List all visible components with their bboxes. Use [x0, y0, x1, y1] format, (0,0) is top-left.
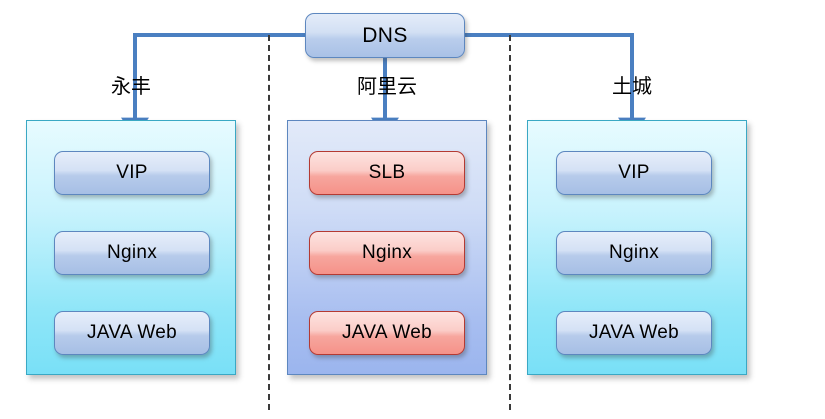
- site2-node-nginx[interactable]: Nginx: [309, 231, 465, 275]
- site1-node-vip-label: VIP: [116, 162, 148, 183]
- site1-node-javaweb[interactable]: JAVA Web: [54, 311, 210, 355]
- site2-node-javaweb-label: JAVA Web: [341, 322, 433, 343]
- site2-node-javaweb[interactable]: JAVA Web: [309, 311, 465, 355]
- site-panel-3: VIP Nginx JAVA Web: [527, 120, 747, 375]
- site2-node-slb-label: SLB: [368, 162, 406, 183]
- site1-node-javaweb-label: JAVA Web: [86, 322, 178, 343]
- site1-node-nginx[interactable]: Nginx: [54, 231, 210, 275]
- site-panel-1: VIP Nginx JAVA Web: [26, 120, 236, 375]
- site-panel-2: SLB Nginx JAVA Web: [287, 120, 487, 375]
- site3-node-nginx-label: Nginx: [608, 242, 660, 263]
- site-title-1: 永丰: [111, 74, 151, 98]
- site3-node-vip[interactable]: VIP: [556, 151, 712, 195]
- site1-node-nginx-label: Nginx: [106, 242, 158, 263]
- site-title-3: 土城: [612, 74, 652, 98]
- separator-2: [509, 35, 511, 410]
- site2-node-nginx-label: Nginx: [361, 242, 413, 263]
- separator-1: [268, 35, 270, 410]
- site3-node-javaweb-label: JAVA Web: [588, 322, 680, 343]
- site3-node-javaweb[interactable]: JAVA Web: [556, 311, 712, 355]
- site3-node-vip-label: VIP: [618, 162, 650, 183]
- edge-dns-to-site3: [465, 33, 646, 139]
- site-title-2: 阿里云: [357, 74, 417, 98]
- site2-node-slb[interactable]: SLB: [309, 151, 465, 195]
- dns-node[interactable]: DNS: [305, 13, 465, 58]
- dns-node-label: DNS: [362, 23, 408, 47]
- edge-dns-to-site1: [121, 33, 305, 139]
- site1-node-vip[interactable]: VIP: [54, 151, 210, 195]
- site3-node-nginx[interactable]: Nginx: [556, 231, 712, 275]
